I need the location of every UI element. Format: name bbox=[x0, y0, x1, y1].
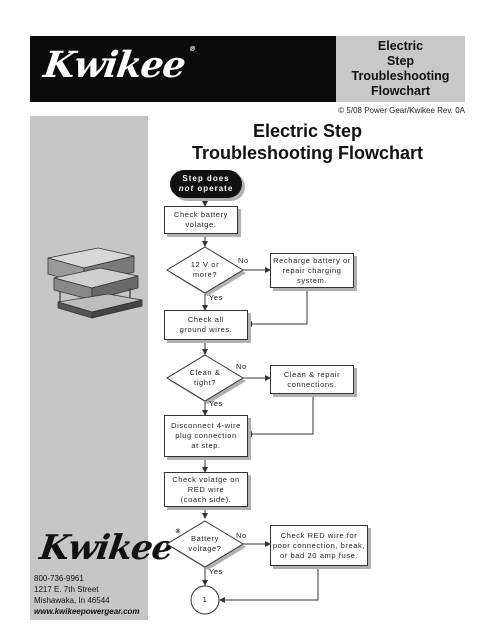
decision-12v-text: 12 V or more? bbox=[190, 260, 220, 279]
check-red-voltage-box: Check volatge on RED wire (coach side). bbox=[164, 472, 248, 507]
decision-clean-diamond bbox=[166, 354, 244, 402]
electric-step-image bbox=[47, 247, 143, 319]
left-sidebar bbox=[30, 116, 148, 620]
disconnect-box: Disconnect 4-wire plug connection at ste… bbox=[164, 415, 248, 457]
decision-battery-text: Battery voltage? bbox=[188, 534, 222, 553]
city-address: Mishawaka, In 46544 bbox=[34, 596, 110, 605]
decision-battery-diamond bbox=[166, 520, 244, 568]
copyright-notice: © 5/08 Power Gear/Kwikee Rev. 0A bbox=[338, 106, 465, 115]
phone-number: 800-736-9961 bbox=[34, 574, 84, 583]
contact-info: 800-736-9961 1217 E. 7th Street Mishawak… bbox=[34, 573, 140, 617]
check-battery-box: Check battery volatge. bbox=[164, 206, 238, 234]
arrow-repair-return bbox=[246, 392, 314, 437]
street-address: 1217 E. 7th Street bbox=[34, 585, 99, 594]
header-side-panel: Electric Step Troubleshooting Flowchart bbox=[336, 36, 465, 102]
connector-label: 1 bbox=[202, 595, 208, 604]
header-side-title: Electric Step Troubleshooting Flowchart bbox=[351, 39, 450, 98]
arrow-redwire-return bbox=[219, 564, 319, 603]
check-ground-box: Check all ground wires. bbox=[164, 310, 248, 340]
decision-12v-diamond bbox=[166, 246, 244, 294]
start-line1: Step does bbox=[182, 174, 230, 183]
arrow-recharge-return bbox=[246, 286, 308, 327]
label-yes-2: Yes bbox=[209, 399, 224, 408]
check-red-wire-box: Check RED wire for poor connection, brea… bbox=[270, 525, 368, 566]
start-rest: operate bbox=[194, 184, 234, 193]
website-link[interactable]: www.kwikeepowergear.com bbox=[34, 607, 140, 616]
label-yes-1: Yes bbox=[209, 293, 224, 302]
connector-circle bbox=[190, 585, 220, 615]
page-title-line2: Troubleshooting Flowchart bbox=[192, 143, 423, 163]
clean-repair-box: Clean & repair connections. bbox=[270, 365, 354, 394]
label-yes-3: Yes bbox=[209, 567, 224, 576]
start-terminator: Step does not operate bbox=[170, 170, 242, 198]
start-not: not bbox=[178, 184, 195, 193]
page-title-line1: Electric Step bbox=[252, 121, 363, 141]
page-title: Electric Step Troubleshooting Flowchart bbox=[150, 120, 465, 164]
recharge-box: Recharge battery or repair charging syst… bbox=[270, 253, 354, 288]
decision-clean-text: Clean & tight? bbox=[189, 368, 221, 387]
label-no-1: No bbox=[238, 256, 249, 265]
label-no-2: No bbox=[236, 362, 247, 371]
label-no-3: No bbox=[236, 531, 247, 540]
header-bar: Kwikee® bbox=[30, 36, 336, 102]
